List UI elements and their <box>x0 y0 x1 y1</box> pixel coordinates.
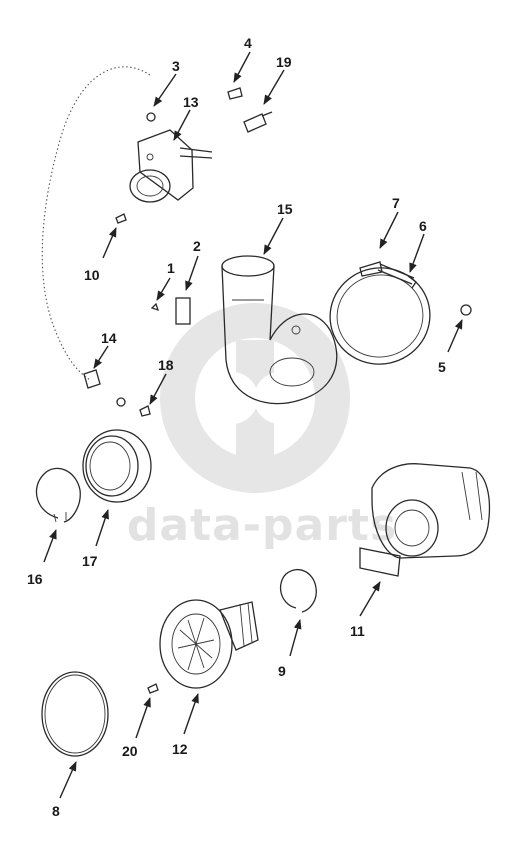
leader-4 <box>233 51 251 83</box>
callout-12: 12 <box>172 741 188 757</box>
leader-5 <box>447 319 463 353</box>
callout-14: 14 <box>101 330 117 346</box>
part-19-sensor <box>243 111 273 133</box>
callout-3: 3 <box>172 58 180 74</box>
leader-15 <box>263 217 284 255</box>
leader-16 <box>43 529 57 563</box>
part-13-actuator <box>129 129 213 203</box>
part-14-sleeve <box>83 369 101 389</box>
leader-8 <box>59 761 77 799</box>
part-6-bolt <box>377 263 417 289</box>
part-1-pin <box>150 302 160 312</box>
leader-1 <box>156 277 171 301</box>
leader-20 <box>135 697 151 739</box>
leader-14 <box>93 345 109 369</box>
callout-1: 1 <box>167 260 175 276</box>
callout-16: 16 <box>27 571 43 587</box>
callout-4: 4 <box>244 35 252 51</box>
part-10-screw <box>115 213 127 224</box>
callout-6: 6 <box>419 218 427 234</box>
part-4-pin <box>227 87 243 100</box>
callout-11: 11 <box>350 623 365 639</box>
callout-10: 10 <box>84 267 100 283</box>
watermark-text: data-parts <box>127 500 397 551</box>
leader-6 <box>409 233 425 273</box>
leader-17 <box>95 509 109 547</box>
part-9-snap-ring <box>279 569 317 613</box>
callout-18: 18 <box>158 357 174 373</box>
leader-13 <box>173 109 191 141</box>
callout-13: 13 <box>183 94 199 110</box>
leader-12 <box>183 693 199 735</box>
part-14-nut <box>116 397 126 407</box>
callout-20: 20 <box>122 743 138 759</box>
callout-2: 2 <box>193 238 201 254</box>
part-16-snap-ring <box>35 467 81 523</box>
leader-2 <box>185 255 199 291</box>
part-12-cartridge <box>159 599 259 689</box>
leader-11 <box>359 581 381 617</box>
watermark-logo <box>160 303 350 493</box>
callout-17: 17 <box>82 553 98 569</box>
leader-10 <box>102 227 117 259</box>
leader-3 <box>153 73 177 107</box>
callout-9: 9 <box>278 663 286 679</box>
part-2-plate <box>175 297 191 325</box>
callout-19: 19 <box>276 54 292 70</box>
callout-7: 7 <box>392 195 400 211</box>
callout-15: 15 <box>277 201 293 217</box>
leader-9 <box>289 619 302 657</box>
leader-19 <box>263 69 285 105</box>
callout-8: 8 <box>52 803 60 819</box>
part-15-housing <box>221 255 338 405</box>
wire-line <box>41 66 151 381</box>
part-5-nut <box>460 304 472 316</box>
callout-5: 5 <box>438 359 446 375</box>
part-20-key <box>147 683 159 694</box>
part-11-compressor-housing <box>359 463 491 577</box>
leader-7 <box>379 211 399 249</box>
leader-18 <box>149 373 167 405</box>
part-17-ring-insert <box>82 429 152 503</box>
part-8-o-ring <box>41 671 109 757</box>
part-18-screw <box>139 405 151 417</box>
part-3-nut <box>146 112 156 122</box>
